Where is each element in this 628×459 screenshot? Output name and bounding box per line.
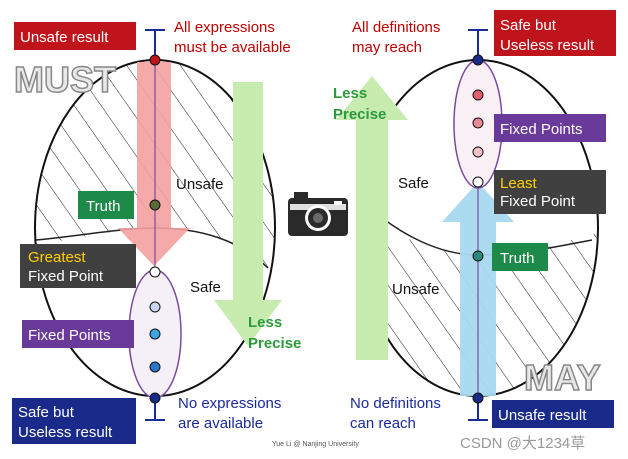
right-fp-node-3 [472,146,484,158]
left-fixed-points-box [22,320,134,348]
left-greatest-fp-box [20,244,136,288]
must-lattice: Unsafe Safe MUST Unsafe result All expre… [12,19,291,444]
right-unsafe-result-box [492,400,614,428]
left-truth-label: Truth [86,198,120,215]
left-truth-node [149,199,161,211]
must-big-label: MUST [14,59,116,100]
left-fp-node-3 [149,361,161,373]
right-fp-node-2 [472,117,484,129]
left-safe-useless-box [12,398,136,444]
left-unsafe-result-label: Unsafe result [20,29,109,46]
left-greatest-label: Greatest [28,249,86,266]
left-greatest-node [149,266,161,278]
right-bottom-node [472,392,484,404]
right-least-label: Least [500,175,538,192]
right-unsafe-result-label: Unsafe result [498,407,587,424]
left-top-note: All expressions must be available [174,19,291,56]
left-truth-box [78,191,134,219]
right-top-node [472,54,484,66]
right-fp-node-1 [472,89,484,101]
left-unsafe-region-label: Unsafe [176,176,224,193]
camera-icon [288,192,348,236]
right-safe-useless-label: Safe but Useless result [500,17,595,54]
left-safe-region-label: Safe [190,279,221,296]
csdn-watermark: CSDN @大1234草 [460,435,585,452]
right-less-precise-arrow: Less Precise [333,76,408,360]
right-less-precise-label: Less Precise [333,85,386,123]
right-top-note: All definitions may reach [352,19,445,56]
right-unsafe-region-label: Unsafe [392,281,440,298]
left-less-precise-label: Less Precise [248,314,301,352]
footer-credit: Yue Li @ Nanjing University [272,441,359,448]
left-fixed-point-label: Fixed Point [28,268,104,285]
right-bottom-note: No definitions can reach [350,395,445,432]
right-truth-box [492,243,548,271]
left-safe-useless-label: Safe but Useless result [18,404,113,441]
left-bottom-note: No expressions are available [178,395,286,432]
right-fixed-point-label: Fixed Point [500,193,576,210]
left-less-precise-arrow: Less Precise [214,82,301,352]
right-fixed-points-label: Fixed Points [500,121,583,138]
right-least-node [472,176,484,188]
right-safe-useless-box [494,10,616,56]
right-least-fp-box [494,170,606,214]
may-big-label: MAY [524,357,601,398]
left-top-node [149,54,161,66]
left-red-arrow [118,62,190,266]
left-unsafe-result-box [14,22,136,50]
left-fixed-points-label: Fixed Points [28,327,111,344]
left-fp-node-1 [149,301,161,313]
right-truth-node [472,250,484,262]
may-lattice: Safe Unsafe MAY Safe but Useless result … [350,10,616,432]
right-safe-region-label: Safe [398,175,429,192]
right-truth-label: Truth [500,250,534,267]
left-bottom-node [149,392,161,404]
right-fixed-points-box [494,114,606,142]
left-fp-node-2 [149,328,161,340]
